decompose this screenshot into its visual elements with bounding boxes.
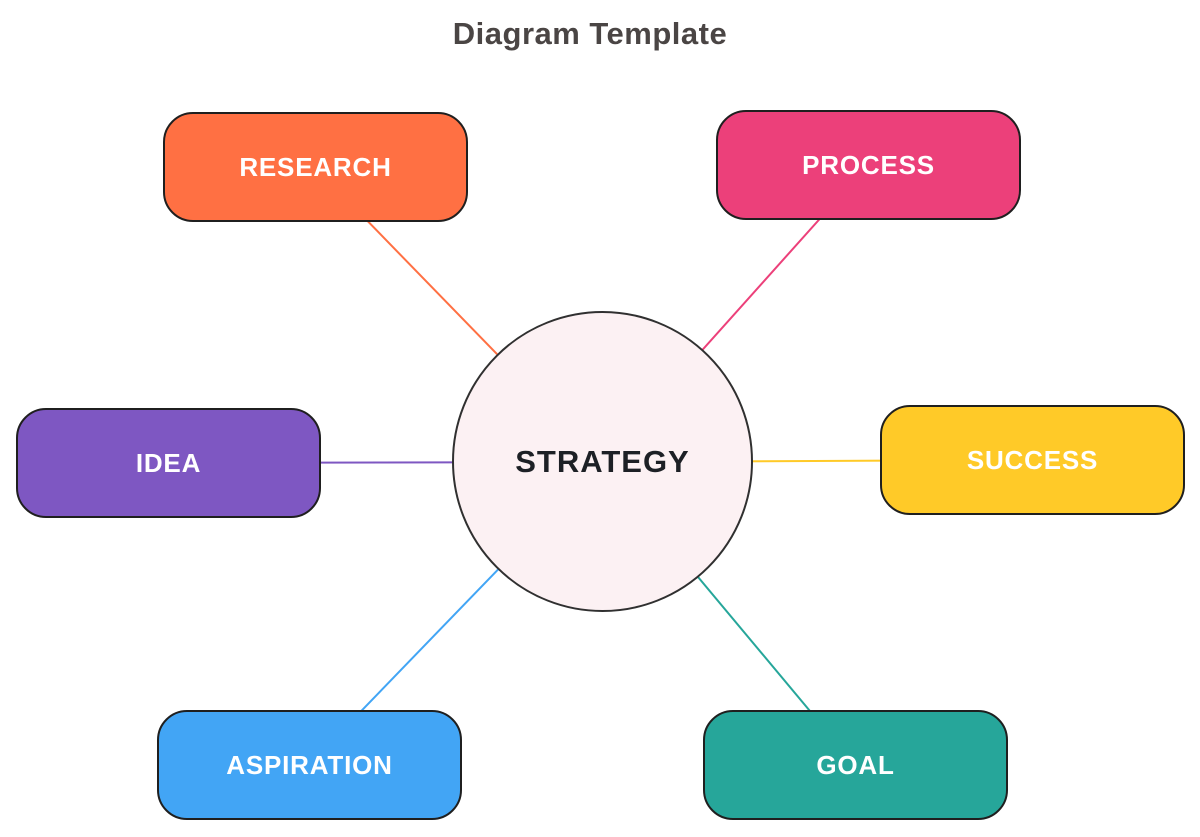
node-aspiration-label: ASPIRATION — [226, 749, 393, 780]
node-goal-label: GOAL — [816, 749, 895, 780]
strategy-circle-label: STRATEGY — [515, 443, 690, 479]
node-goal[interactable]: GOAL — [703, 710, 1008, 820]
node-research[interactable]: RESEARCH — [163, 112, 468, 222]
node-process[interactable]: PROCESS — [716, 110, 1021, 220]
node-process-label: PROCESS — [802, 149, 935, 180]
page-title: Diagram Template — [452, 16, 728, 51]
node-success[interactable]: SUCCESS — [880, 405, 1185, 515]
strategy-circle[interactable]: STRATEGY — [452, 311, 753, 612]
node-idea[interactable]: IDEA — [16, 408, 321, 518]
node-idea-label: IDEA — [135, 447, 202, 478]
node-aspiration[interactable]: ASPIRATION — [157, 710, 462, 820]
node-success-label: SUCCESS — [966, 444, 1099, 475]
node-research-label: RESEARCH — [239, 151, 392, 182]
